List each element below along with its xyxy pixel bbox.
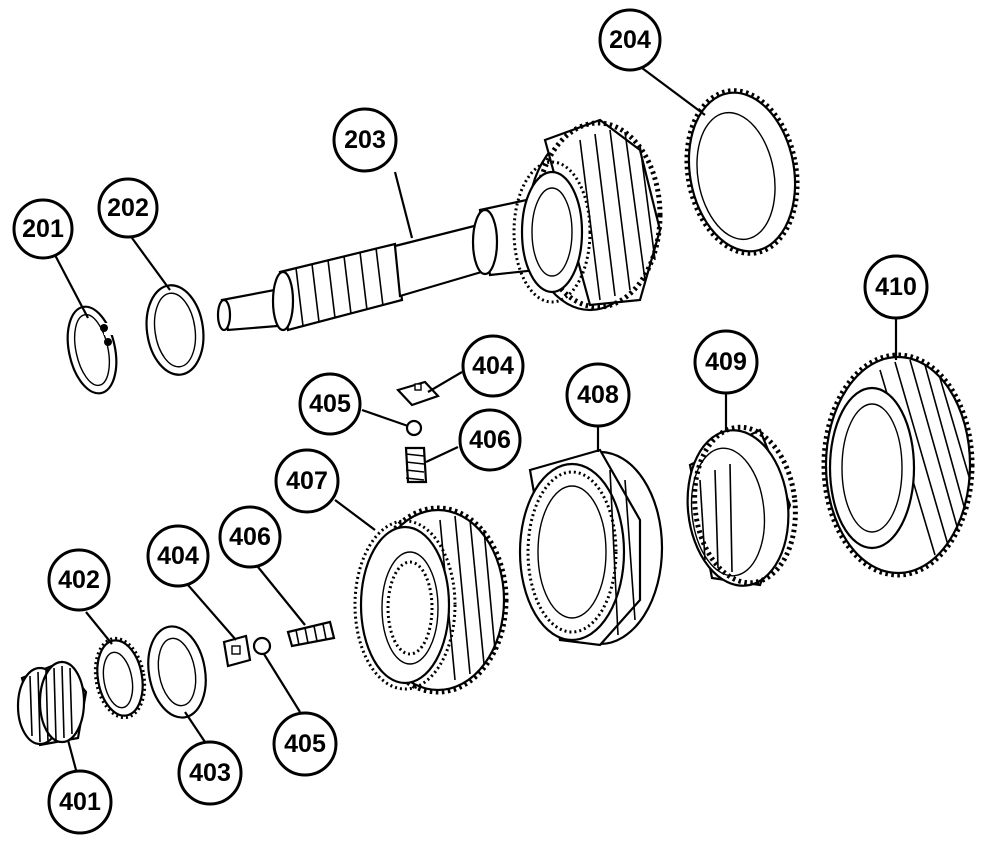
- callout-label: 404: [472, 352, 514, 380]
- callout-202: 202: [97, 177, 159, 239]
- callout-label: 408: [577, 381, 619, 409]
- callout-204: 204: [598, 8, 662, 72]
- leader-406a: [425, 446, 459, 463]
- callout-label: 202: [107, 194, 149, 222]
- callout-label: 401: [59, 788, 101, 816]
- callout-405-upper: 405: [298, 372, 362, 436]
- leader-lines: [54, 64, 898, 771]
- callout-label: 404: [157, 542, 199, 570]
- part-405-ball-upper: [405, 419, 423, 437]
- part-202-washer: [145, 284, 205, 376]
- part-203-input-shaft: [216, 118, 663, 332]
- callout-404-lower: 404: [146, 524, 210, 588]
- leader-203: [393, 171, 414, 239]
- callout-402: 402: [47, 548, 111, 612]
- callout-label: 405: [284, 730, 326, 758]
- callout-label: 203: [344, 126, 386, 154]
- part-408-shift-sleeve: [518, 448, 664, 647]
- leader-402: [85, 611, 113, 645]
- callout-407: 407: [274, 448, 340, 514]
- callout-label: 403: [189, 759, 231, 787]
- leader-405a: [361, 408, 409, 428]
- callout-401: 401: [47, 769, 113, 835]
- part-406-spring-upper: [404, 446, 428, 484]
- callout-label: 402: [58, 566, 100, 594]
- callout-label: 201: [22, 215, 64, 243]
- leader-202: [131, 237, 171, 291]
- callout-403: 403: [177, 740, 243, 806]
- part-404-shift-key-upper: [395, 380, 440, 407]
- callout-404-upper: 404: [461, 334, 525, 398]
- part-204-synchro-ring: [684, 88, 800, 256]
- leader-406b: [257, 566, 306, 626]
- part-405-ball-lower: [252, 636, 272, 656]
- part-404-shift-key-lower: [222, 634, 252, 668]
- leader-404a: [427, 371, 463, 393]
- part-402-synchro-ring: [93, 636, 147, 720]
- callout-406-upper: 406: [458, 408, 522, 472]
- leader-405b: [263, 653, 301, 713]
- leader-403: [184, 711, 206, 743]
- leader-404b: [187, 584, 237, 641]
- part-407-synchro-hub: [353, 505, 509, 695]
- callout-label: 204: [609, 26, 651, 54]
- callout-label: 406: [469, 426, 511, 454]
- callout-408: 408: [565, 362, 631, 428]
- callout-label: 405: [309, 390, 351, 418]
- callout-410: 410: [863, 254, 929, 320]
- leader-204: [637, 64, 706, 116]
- part-401-needle-bearing: [16, 660, 88, 747]
- callout-label: 409: [705, 348, 747, 376]
- callout-405-lower: 405: [272, 711, 338, 777]
- callout-label: 406: [229, 523, 271, 551]
- part-201-snap-ring: [66, 305, 118, 395]
- part-409-synchro-cone: [686, 424, 798, 587]
- leader-401: [66, 739, 78, 771]
- callout-203: 203: [332, 107, 398, 173]
- part-406-spring-lower: [286, 620, 336, 648]
- leader-201: [54, 254, 89, 319]
- leader-407: [334, 499, 376, 531]
- part-403-washer: [147, 625, 207, 719]
- callout-409: 409: [693, 329, 759, 395]
- callout-201: 201: [12, 198, 74, 260]
- part-410-gear: [821, 352, 975, 578]
- callout-label: 407: [286, 467, 328, 495]
- callout-label: 410: [875, 273, 917, 301]
- callout-406-lower: 406: [218, 505, 282, 569]
